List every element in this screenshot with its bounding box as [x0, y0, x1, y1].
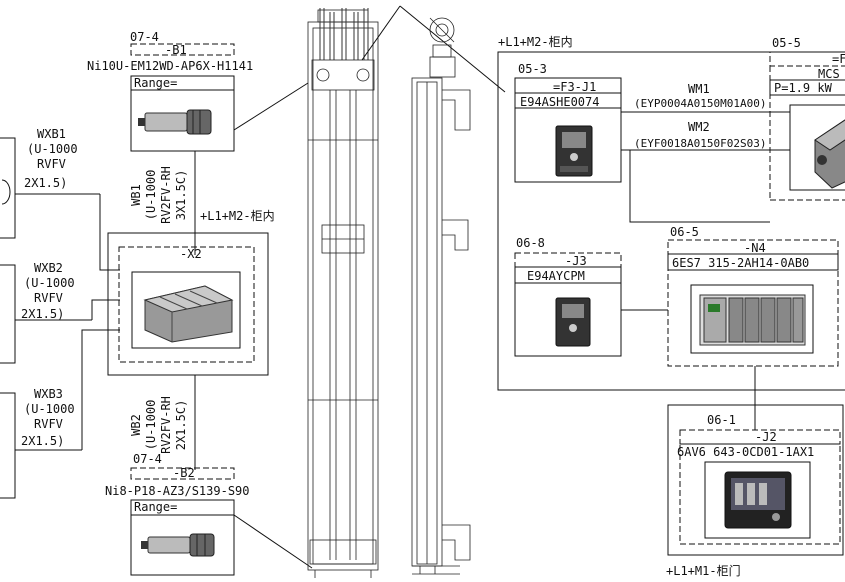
j2-enclosure-label: +L1+M1-柜门: [666, 563, 741, 578]
cabinet-label: +L1+M2-柜内: [498, 35, 573, 49]
wxb2-spec-1: (U-1000: [24, 276, 75, 290]
wxb1-name: WXB1: [37, 127, 66, 141]
cable-wxb3: WXB3 (U-1000 RVFV 2X1.5): [21, 387, 75, 448]
wxb3-spec-3: 2X1.5): [21, 434, 64, 448]
wb1-spec-3: 3X1.5C): [174, 170, 188, 221]
wxb3-name: WXB3: [34, 387, 63, 401]
j2-part-number: 6AV6 643-0CD01-1AX1: [677, 445, 814, 459]
wxb2-spec-2: RVFV: [34, 291, 63, 305]
servo-drive-icon: [555, 125, 593, 177]
cable-wxb1: WXB1 (U-1000 RVFV 2X1.5): [24, 127, 78, 190]
j3-location: 06-8: [516, 236, 545, 250]
n4-tag: -N4: [744, 241, 766, 255]
wxb3-spec-1: (U-1000: [24, 402, 75, 416]
wxb2-spec-3: 2X1.5): [21, 307, 64, 321]
j1-part-number: E94ASHE0074: [520, 95, 599, 109]
wb2-name: WB2: [129, 414, 143, 436]
wxb3-spec-2: RVFV: [34, 417, 63, 431]
wxb1-spec-3: 2X1.5): [24, 176, 67, 190]
wb1-spec-2: RV2FV-RH: [159, 166, 173, 224]
wxb1-spec-1: (U-1000: [27, 142, 78, 156]
sensor-b2: 07-4 -B2 Ni8-P18-AZ3/S139-S90 Range=: [105, 452, 250, 576]
terminal-x2: +L1+M2-柜内 -X2: [107, 209, 275, 376]
f-tag: =F: [832, 52, 845, 66]
wm1-part-number: (EYP0004A0150M01A00): [634, 97, 766, 110]
f-power: P=1.9 kW: [774, 81, 833, 95]
j3-part-number: E94AYCPM: [527, 269, 585, 283]
b2-location: 07-4: [133, 452, 162, 466]
wxb2-name: WXB2: [34, 261, 63, 275]
f-location: 05-5: [772, 36, 801, 50]
j1-tag: =F3-J1: [553, 80, 596, 94]
cable-wb2: WB2 (U-1000 RV2FV-RH 2X1.5C): [129, 396, 188, 454]
b1-location: 07-4: [130, 30, 159, 44]
x2-tag: -X2: [180, 247, 202, 261]
wb2-spec-2: RV2FV-RH: [159, 396, 173, 454]
j3-tag: -J3: [565, 254, 587, 268]
j2-tag: -J2: [755, 430, 777, 444]
cabinet-right: +L1+M2-柜内: [497, 35, 845, 391]
wb2-spec-1: (U-1000: [144, 400, 158, 451]
plc-n4: 06-5 -N4 6ES7 315-2AH14-0AB0: [667, 225, 839, 367]
wxb1-spec-2: RVFV: [37, 157, 66, 171]
cable-wm2: WM2 (EYF0018A0150F02S03): [634, 120, 766, 150]
n4-part-number: 6ES7 315-2AH14-0AB0: [672, 256, 809, 270]
b2-range: Range=: [134, 500, 177, 514]
b2-tag: -B2: [173, 466, 195, 480]
hmi-enclosure: [667, 404, 844, 556]
terminal-block-icon: [143, 285, 234, 343]
b1-range: Range=: [134, 76, 177, 90]
left-device-column: [0, 137, 100, 499]
module-j3: 06-8 -J3 E94AYCPM: [514, 236, 622, 357]
cable-wm1: WM1 (EYP0004A0150M01A00): [634, 82, 766, 110]
sensor-b1: 07-4 -B1 Ni10U-EM12WD-AP6X-H1141 Range=: [87, 30, 253, 152]
b1-part-number: Ni10U-EM12WD-AP6X-H1141: [87, 59, 253, 73]
plc-rack-icon: [699, 294, 806, 346]
x2-enclosure: [107, 232, 269, 376]
j1-location: 05-3: [518, 62, 547, 76]
b1-tag: -B1: [165, 43, 187, 57]
wb2-spec-3: 2X1.5C): [174, 400, 188, 451]
hmi-panel-icon: [724, 471, 792, 529]
j2-location: 06-1: [707, 413, 736, 427]
drive-j1: 05-3 =F3-J1 E94ASHE0074: [514, 62, 622, 183]
wm2-part-number: (EYF0018A0150F02S03): [634, 137, 766, 150]
f-part-number: MCS: [818, 67, 840, 81]
wb1-spec-1: (U-1000: [144, 170, 158, 221]
servo-motor-icon: [814, 119, 845, 189]
cable-wxb2: WXB2 (U-1000 RVFV 2X1.5): [21, 261, 75, 321]
wb1-name: WB1: [129, 184, 143, 206]
drive-module-icon: [555, 297, 591, 347]
cabinet-outline: [497, 51, 845, 391]
x2-enclosure-label: +L1+M2-柜内: [200, 209, 275, 223]
b2-part-number: Ni8-P18-AZ3/S139-S90: [105, 484, 250, 498]
proximity-sensor-icon: [138, 109, 212, 135]
motor-f: 05-5 =F MCS P=1.9 kW: [769, 36, 845, 201]
n4-location: 06-5: [670, 225, 699, 239]
wm2-name: WM2: [688, 120, 710, 134]
machine-elevation-side: [411, 17, 471, 575]
machine-elevation-front: [307, 8, 379, 578]
wm1-name: WM1: [688, 82, 710, 96]
proximity-sensor-icon: [141, 533, 215, 557]
hmi-j2: 06-1 -J2 6AV6 643-0CD01-1AX1 +L1+M1-柜门: [666, 404, 844, 578]
cable-wb1: WB1 (U-1000 RV2FV-RH 3X1.5C): [129, 166, 188, 224]
